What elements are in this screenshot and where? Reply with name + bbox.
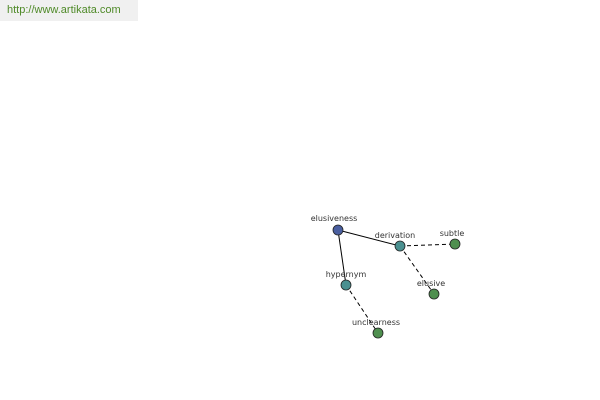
node-label-unclearness: unclearness bbox=[352, 318, 400, 327]
node-elusiveness[interactable]: elusiveness bbox=[311, 214, 358, 236]
node-label-elusive: elusive bbox=[417, 279, 445, 288]
edge-derivation-subtle bbox=[399, 243, 456, 247]
node-label-subtle: subtle bbox=[440, 229, 465, 238]
node-circle-unclearness[interactable] bbox=[372, 327, 384, 339]
edge-elusiveness-derivation bbox=[337, 229, 401, 247]
node-circle-subtle[interactable] bbox=[449, 238, 461, 250]
nodes-layer: elusiveness derivation subtle elusive hypern… bbox=[311, 214, 465, 339]
node-derivation[interactable]: derivation bbox=[375, 231, 415, 252]
node-hypernym[interactable]: hypernym bbox=[326, 270, 367, 291]
node-elusive[interactable]: elusive bbox=[417, 279, 445, 300]
edge-elusiveness-hypernym bbox=[337, 229, 347, 286]
node-circle-elusive[interactable] bbox=[428, 288, 440, 300]
edge-derivation-elusive bbox=[399, 245, 435, 295]
edges-layer bbox=[337, 229, 456, 334]
node-label-derivation: derivation bbox=[375, 231, 415, 240]
node-circle-elusiveness[interactable] bbox=[332, 224, 344, 236]
source-url[interactable]: http://www.artikata.com bbox=[0, 0, 138, 21]
node-label-hypernym: hypernym bbox=[326, 270, 367, 279]
node-circle-derivation[interactable] bbox=[394, 240, 406, 252]
edge-hypernym-unclearness bbox=[345, 284, 379, 334]
node-circle-hypernym[interactable] bbox=[340, 279, 352, 291]
node-label-elusiveness: elusiveness bbox=[311, 214, 358, 223]
node-unclearness[interactable]: unclearness bbox=[352, 318, 400, 339]
node-subtle[interactable]: subtle bbox=[440, 229, 465, 250]
